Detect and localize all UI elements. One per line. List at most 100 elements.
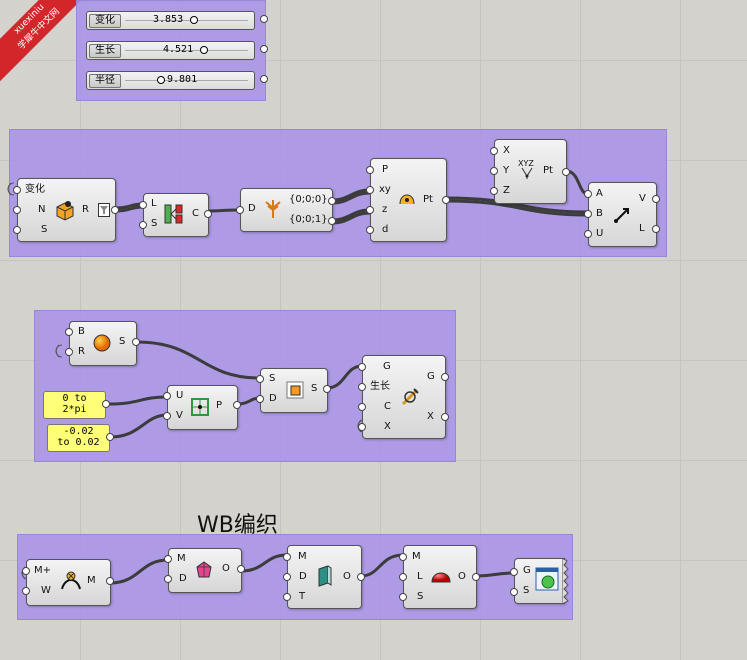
input-port[interactable] — [399, 593, 407, 601]
input-port[interactable] — [358, 423, 366, 431]
slider-name: 生长 — [89, 44, 121, 58]
input-port[interactable] — [22, 587, 30, 595]
input-port[interactable] — [164, 575, 172, 583]
input-port[interactable] — [236, 206, 244, 214]
output-label: S — [119, 336, 126, 347]
input-port[interactable] — [65, 328, 73, 336]
input-port[interactable] — [65, 348, 73, 356]
input-port[interactable] — [399, 553, 407, 561]
mesh-gem-icon — [196, 561, 212, 578]
output-label: R — [82, 204, 89, 215]
input-port[interactable] — [164, 555, 172, 563]
output-label: M — [87, 575, 96, 586]
input-label: D — [179, 573, 187, 584]
input-port[interactable] — [366, 206, 374, 214]
input-port[interactable] — [139, 221, 147, 229]
output-port[interactable] — [328, 197, 336, 205]
output-port[interactable] — [442, 196, 450, 204]
slider-banjing[interactable]: 半径 9.801 — [86, 71, 255, 90]
input-label: U — [176, 390, 184, 401]
input-port[interactable] — [490, 147, 498, 155]
input-port[interactable] — [139, 201, 147, 209]
mls-component[interactable]: M L S O — [403, 545, 477, 609]
output-port[interactable] — [328, 217, 336, 225]
sd-component[interactable]: S D S — [260, 368, 328, 413]
output-port[interactable] — [652, 225, 660, 233]
input-port[interactable] — [163, 392, 171, 400]
input-label: R — [78, 346, 85, 357]
mesh-component[interactable]: M+ W M — [26, 559, 111, 606]
slider-shengzhang[interactable]: 生长 4.521 — [86, 41, 255, 60]
vector-arrow-icon — [614, 208, 629, 223]
output-port[interactable] — [357, 573, 365, 581]
input-port[interactable] — [163, 412, 171, 420]
output-port[interactable] — [323, 385, 331, 393]
range-panel-1[interactable]: 0 to 2*pi — [43, 391, 106, 419]
md-component[interactable]: M D O — [168, 548, 242, 593]
input-port[interactable] — [584, 210, 592, 218]
input-port[interactable] — [366, 226, 374, 234]
construct-point-component[interactable]: X Y Z XYZ Pt — [494, 139, 567, 204]
input-port[interactable] — [358, 403, 366, 411]
output-label: G — [427, 371, 435, 382]
output-port[interactable] — [652, 195, 660, 203]
input-port[interactable] — [256, 375, 264, 383]
output-port[interactable] — [106, 577, 114, 585]
input-port[interactable] — [256, 395, 264, 403]
input-port[interactable] — [13, 226, 21, 234]
vector-component[interactable]: A B U V L — [588, 182, 657, 247]
slider-knob[interactable] — [200, 46, 208, 54]
mdt-component[interactable]: M D T O — [287, 545, 362, 609]
input-port[interactable] — [490, 167, 498, 175]
uv-component[interactable]: U V P — [167, 385, 238, 430]
input-label: D — [299, 571, 307, 582]
output-port[interactable] — [111, 206, 119, 214]
grow-component[interactable]: G 生长 C X G X — [362, 355, 446, 439]
input-port[interactable] — [366, 186, 374, 194]
output-port[interactable] — [260, 75, 268, 83]
output-port[interactable] — [260, 15, 268, 23]
output-port[interactable] — [132, 338, 140, 346]
output-port[interactable] — [441, 413, 449, 421]
input-port[interactable] — [366, 166, 374, 174]
slider-knob[interactable] — [190, 16, 198, 24]
input-label: D — [248, 203, 256, 214]
slider-value: 3.853 — [153, 14, 184, 25]
output-port[interactable] — [472, 573, 480, 581]
input-port[interactable] — [13, 206, 21, 214]
input-port[interactable] — [358, 363, 366, 371]
output-port[interactable] — [260, 45, 268, 53]
input-port[interactable] — [283, 593, 291, 601]
output-port[interactable] — [233, 401, 241, 409]
input-port[interactable] — [584, 230, 592, 238]
output-port[interactable] — [204, 210, 212, 218]
output-port[interactable] — [441, 373, 449, 381]
preview-component[interactable]: G S — [514, 558, 565, 604]
output-port[interactable] — [106, 433, 114, 441]
input-port[interactable] — [283, 573, 291, 581]
point-component[interactable]: P xy z d Pt — [370, 158, 447, 242]
random-component[interactable]: 变化 N S R — [17, 178, 116, 242]
range-panel-2[interactable]: -0.02 to 0.02 — [47, 424, 110, 452]
sphere-component[interactable]: B R S — [69, 321, 137, 366]
input-port[interactable] — [584, 190, 592, 198]
tree-component[interactable]: D {0;0;0} {0;0;1} — [240, 188, 333, 232]
input-port[interactable] — [399, 573, 407, 581]
input-port[interactable] — [358, 383, 366, 391]
input-port[interactable] — [510, 588, 518, 596]
panel-text: -0.02 to 0.02 — [57, 426, 100, 448]
output-port[interactable] — [237, 565, 245, 573]
input-label: P — [382, 164, 389, 175]
input-port[interactable] — [22, 567, 30, 575]
output-port[interactable] — [102, 400, 110, 408]
slider-knob[interactable] — [157, 76, 165, 84]
slider-value: 4.521 — [163, 44, 194, 55]
input-port[interactable] — [283, 553, 291, 561]
input-port[interactable] — [13, 186, 21, 194]
output-port[interactable] — [562, 168, 570, 176]
slider-bianhua[interactable]: 变化 3.853 — [86, 11, 255, 30]
input-port[interactable] — [490, 187, 498, 195]
list-component[interactable]: L S C — [143, 193, 209, 237]
input-port[interactable] — [510, 568, 518, 576]
output-label: O — [222, 563, 230, 574]
